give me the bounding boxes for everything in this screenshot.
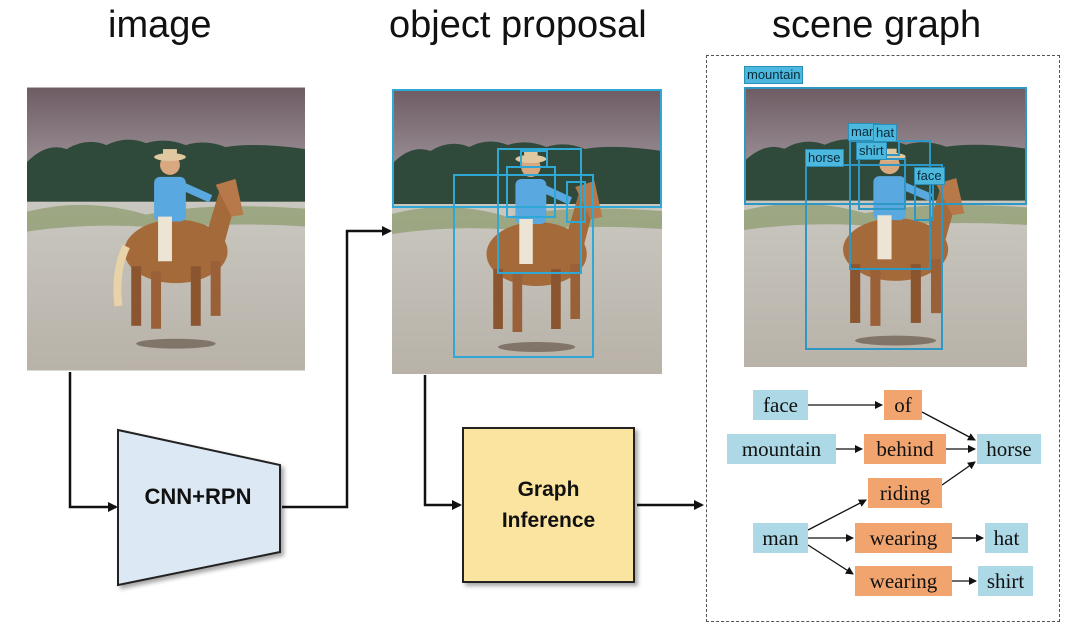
graph-inference-label-line2: Inference <box>501 509 596 532</box>
node-mountain: mountain <box>727 434 836 464</box>
heading-image: image <box>108 4 212 46</box>
graph-inference-module: Graph Inference <box>462 427 635 583</box>
node-horse: horse <box>977 434 1041 464</box>
label-horse: horse <box>805 149 844 167</box>
proposal-photo <box>392 89 662 374</box>
arrow-cnn-to-proposal <box>282 226 392 509</box>
node-shirt: shirt <box>978 566 1033 596</box>
label-man: man <box>848 123 880 141</box>
node-wearing-hat: wearing <box>855 523 952 553</box>
arrow-image-to-cnn <box>68 372 118 512</box>
graph-inference-label-line1: Graph <box>517 478 580 501</box>
horse-rider-illustration <box>27 87 305 371</box>
node-of: of <box>884 390 922 420</box>
scene-graph-panel <box>706 55 1060 622</box>
heading-scene-graph: scene graph <box>772 4 982 46</box>
scene-graph-photo <box>744 88 1027 367</box>
label-shirt: shirt <box>856 142 887 160</box>
edge-of-horse <box>921 411 976 441</box>
node-behind: behind <box>864 434 946 464</box>
horse-rider-illustration <box>392 89 662 374</box>
node-hat: hat <box>985 523 1028 553</box>
heading-object-proposal: object proposal <box>389 4 647 46</box>
label-mountain: mountain <box>744 66 804 84</box>
arrow-proposal-to-graph-inference <box>423 375 462 510</box>
cnn-rpn-module <box>117 428 281 587</box>
node-man: man <box>753 523 808 553</box>
label-hat: hat <box>873 124 898 142</box>
input-photo <box>27 87 305 371</box>
edge-man-wearing-2 <box>807 544 854 575</box>
horse-rider-illustration <box>744 88 1027 367</box>
edge-man-riding <box>807 499 867 531</box>
edge-riding-horse <box>941 461 976 486</box>
label-face: face <box>914 167 945 185</box>
cnn-rpn-label: CNN+RPN <box>144 484 252 509</box>
node-riding: riding <box>868 478 942 508</box>
node-wearing-shirt: wearing <box>855 566 952 596</box>
node-face: face <box>753 390 808 420</box>
